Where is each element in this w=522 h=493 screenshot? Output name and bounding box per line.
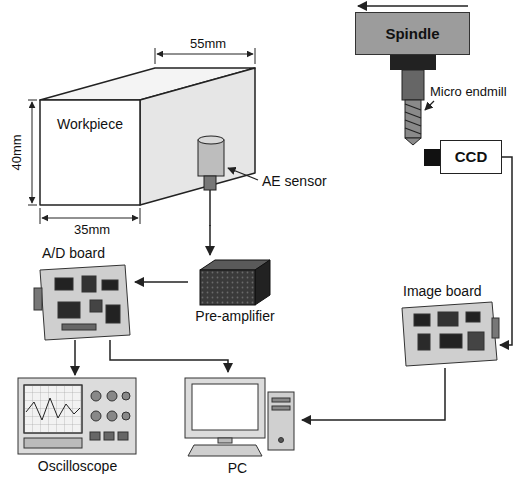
dimension-label: 55mm — [190, 36, 226, 51]
node-label: Image board — [403, 283, 482, 299]
feed-arrow — [358, 5, 468, 7]
ccd-camera-box: CCD — [440, 140, 502, 174]
signal-connector — [135, 281, 188, 283]
node-label: PC — [173, 460, 302, 476]
ccd-lens — [424, 149, 440, 166]
pre-amplifier: Pre-amplifier — [188, 255, 282, 335]
workpiece-prism — [40, 68, 255, 205]
node-label: Pre-amplifier — [188, 308, 282, 324]
signal-connector — [110, 340, 228, 372]
ae-sensor-drawing — [198, 136, 224, 226]
pc: PC — [173, 372, 302, 480]
pc-drawing — [185, 378, 294, 456]
ad-board: A/D board — [30, 245, 135, 340]
signal-connector — [302, 368, 445, 420]
spindle-box: Spindle — [355, 12, 470, 55]
node-label: Workpiece — [57, 116, 123, 132]
pre-amplifier-drawing — [200, 260, 270, 305]
dimension-label: 40mm — [9, 134, 24, 170]
signal-connector — [500, 157, 512, 345]
endmill-leader — [425, 101, 434, 110]
signal-connector — [74, 340, 76, 375]
ae-sensor: AE sensor — [192, 135, 337, 225]
signal-connector — [209, 225, 211, 255]
image-board: Image board — [395, 283, 500, 368]
node-label: Spindle — [385, 26, 439, 42]
oscilloscope: Oscilloscope — [13, 375, 142, 477]
endmill-drawing — [390, 55, 436, 145]
node-label: Oscilloscope — [13, 458, 142, 474]
oscilloscope-drawing — [18, 378, 136, 454]
node-label: AE sensor — [262, 173, 327, 189]
part-label: Micro endmill — [430, 84, 507, 99]
image-board-drawing — [402, 302, 499, 366]
dimension-label: 35mm — [74, 222, 110, 237]
workpiece-face: Workpiece — [40, 100, 140, 205]
node-label: CCD — [455, 149, 488, 165]
ae-sensor-leader — [228, 168, 258, 180]
node-label: A/D board — [42, 245, 105, 261]
dimension-lines — [28, 48, 255, 224]
ad-board-drawing — [34, 265, 130, 340]
